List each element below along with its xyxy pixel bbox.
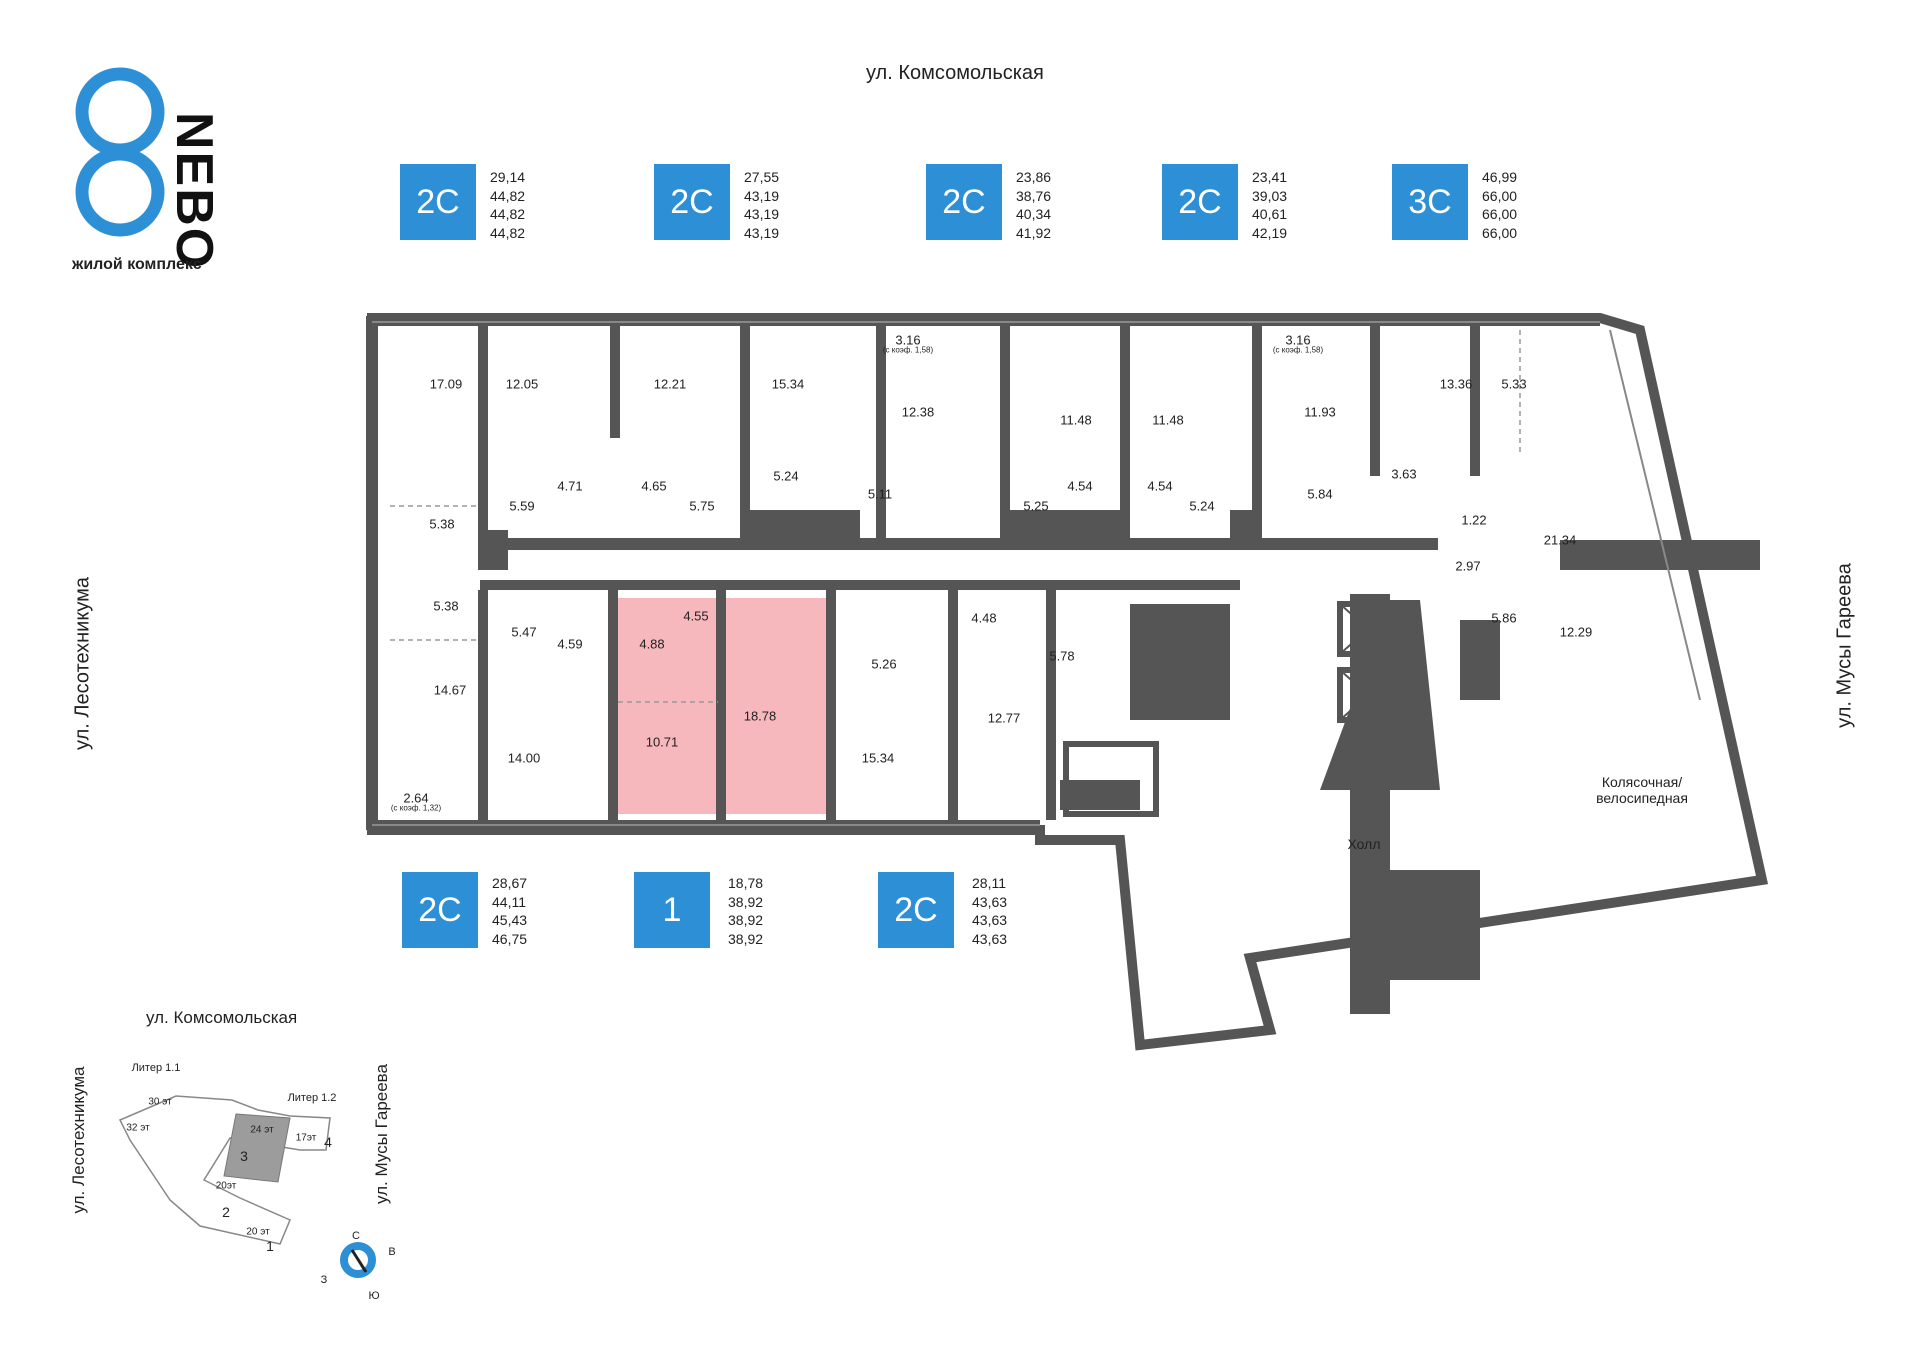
apt-type-badge[interactable]: 1 [634, 872, 710, 948]
room-note: (с коэф. 1,58) [1272, 345, 1324, 355]
room-area: 12.05 [505, 376, 539, 392]
room-area: 4.55 [683, 608, 709, 624]
room-area: 5.86 [1491, 610, 1517, 626]
minimap-floors: 32 эт [126, 1122, 150, 1134]
room-area: 5.24 [773, 468, 799, 484]
street-top: ул. Комсомольская [866, 62, 1044, 84]
apt-type-badge[interactable]: 3С [1392, 164, 1468, 240]
room-area: 4.59 [557, 636, 583, 652]
room-area: 11.48 [1152, 412, 1184, 428]
room-note: (с коэф. 1,58) [882, 345, 934, 355]
apt-type-badge[interactable]: 2С [402, 872, 478, 948]
minimap-street-top: ул. Комсомольская [146, 1008, 298, 1027]
room-area: 5.38 [429, 516, 455, 532]
room-area: 5.25 [1023, 498, 1049, 514]
logo: NEBO жилой комплекс [60, 62, 240, 282]
stroller-room-label: Колясочная/ велосипедная [1596, 774, 1688, 806]
room-area: 18.78 [743, 708, 777, 724]
apt-type-badge[interactable]: 2С [654, 164, 730, 240]
minimap-floors: 20 эт [246, 1226, 270, 1238]
room-area: 4.48 [971, 610, 997, 626]
minimap-floors: 24 эт [250, 1124, 274, 1136]
room-area: 4.65 [641, 478, 667, 494]
room-area: 4.54 [1067, 478, 1093, 494]
apt-type-badge[interactable]: 2С [400, 164, 476, 240]
room-area: 3.16 [895, 332, 921, 348]
apt-type-badge[interactable]: 2С [878, 872, 954, 948]
room-note: (с коэф. 1,32) [390, 803, 442, 813]
minimap-section: 2 [222, 1204, 230, 1220]
compass-icon [340, 1242, 376, 1278]
room-area: 12.21 [653, 376, 687, 392]
minimap-section: 4 [324, 1134, 332, 1150]
room-area: 12.77 [987, 710, 1021, 726]
room-area: 4.71 [557, 478, 583, 494]
minimap-section: 3 [240, 1148, 248, 1164]
room-area: 10.71 [645, 734, 679, 750]
room-area: 5.38 [433, 598, 459, 614]
room-area: 15.34 [771, 376, 805, 392]
minimap-floors: 20эт [215, 1180, 237, 1192]
room-area: 2.64 [403, 790, 429, 806]
room-area: 5.26 [871, 656, 897, 672]
logo-subtitle: жилой комплекс [72, 256, 202, 273]
minimap-litera-12: Литер 1.2 [287, 1092, 337, 1104]
minimap-floors: 30 эт [148, 1096, 172, 1108]
room-area: 1.22 [1461, 512, 1487, 528]
room-area: 15.34 [861, 750, 895, 766]
room-area: 3.16 [1285, 332, 1311, 348]
room-area: 21.34 [1543, 532, 1577, 548]
room-area: 12.29 [1559, 624, 1593, 640]
room-area: 4.88 [639, 636, 665, 652]
minimap-current-section [223, 1113, 291, 1183]
compass-east: В [388, 1246, 396, 1258]
apt-type-badge[interactable]: 2С [926, 164, 1002, 240]
room-area: 11.93 [1304, 404, 1336, 420]
room-area: 5.33 [1501, 376, 1527, 392]
compass-north: С [352, 1230, 360, 1242]
room-area: 11.48 [1060, 412, 1092, 428]
minimap-section: 1 [266, 1238, 274, 1254]
apt-type-badge[interactable]: 2С [1162, 164, 1238, 240]
compass-west: З [320, 1274, 328, 1286]
room-area: 17.09 [429, 376, 463, 392]
room-area: 5.24 [1189, 498, 1215, 514]
room-area: 12.38 [901, 404, 935, 420]
compass-south: Ю [368, 1290, 380, 1302]
room-area: 5.84 [1307, 486, 1333, 502]
minimap-floors: 17эт [295, 1132, 317, 1144]
room-area: 5.75 [689, 498, 715, 514]
room-area: 3.63 [1391, 466, 1417, 482]
room-area: 4.54 [1147, 478, 1173, 494]
room-area: 5.11 [867, 486, 893, 502]
room-area: 14.00 [507, 750, 541, 766]
room-area: 5.47 [511, 624, 537, 640]
logo-eight-icon [75, 67, 165, 237]
room-area: 2.97 [1455, 558, 1481, 574]
room-area: 13.36 [1439, 376, 1473, 392]
hall-label: Холл [1347, 836, 1381, 852]
room-area: 5.78 [1049, 648, 1075, 664]
room-area: 14.67 [433, 682, 467, 698]
room-area: 5.59 [509, 498, 535, 514]
minimap-litera-11: Литер 1.1 [131, 1062, 181, 1074]
